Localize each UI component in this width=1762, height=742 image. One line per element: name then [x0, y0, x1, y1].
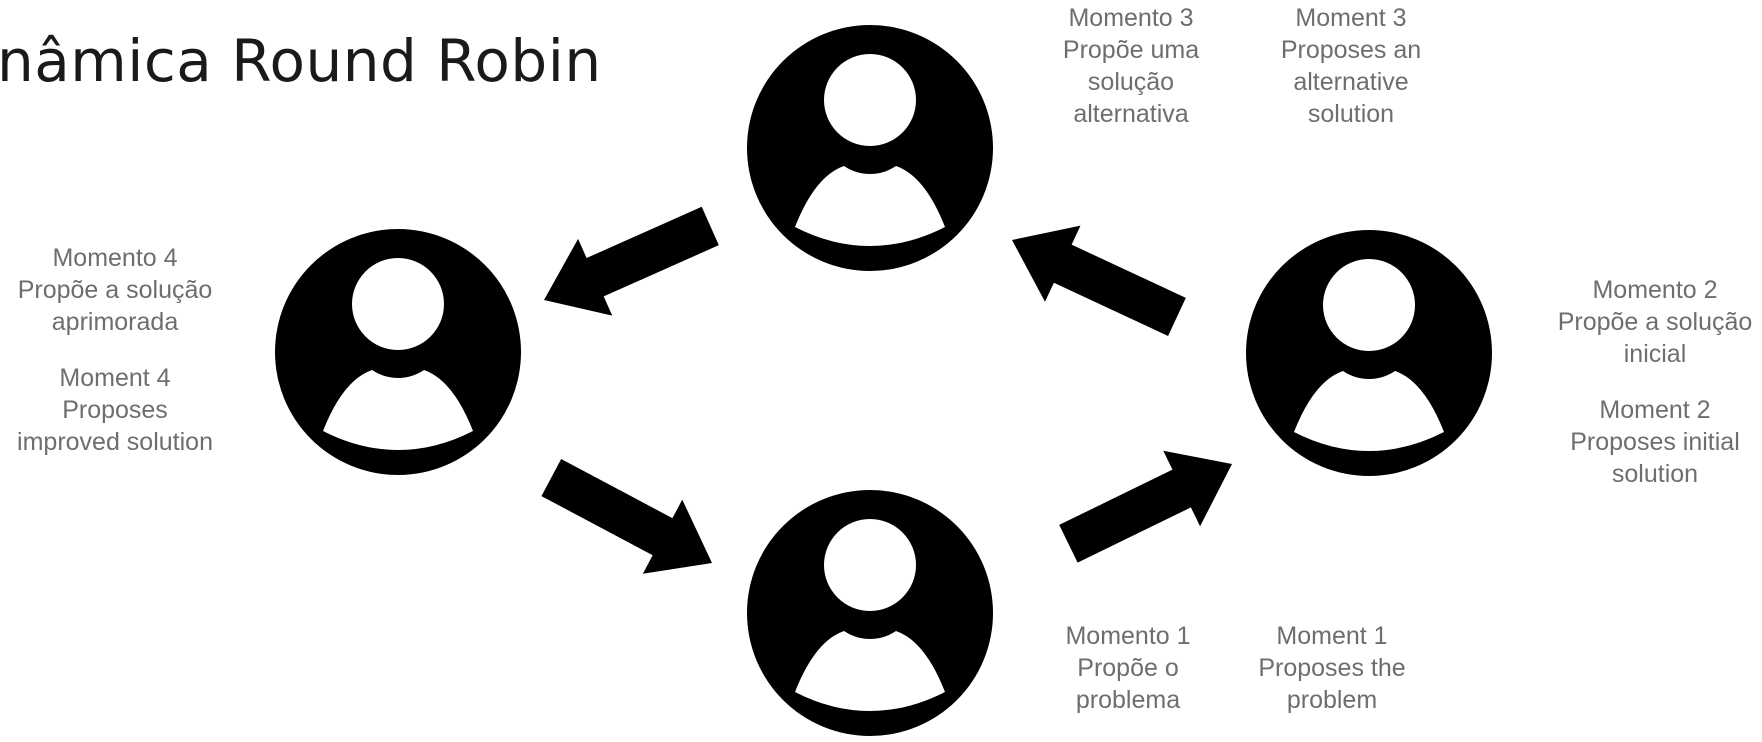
person-icon-top [747, 25, 993, 271]
person-icon-left [275, 229, 521, 475]
arrow-icon-right-to-top [994, 201, 1195, 355]
arrow-icon-bottom-to-right [1050, 426, 1251, 582]
arrow-icon-top-to-left [526, 187, 728, 339]
arrow-icon-left-to-bottom [531, 440, 732, 601]
page-title: nâmica Round Robin [0, 27, 602, 95]
person-icon-bottom [747, 490, 993, 736]
person-icon-right [1246, 230, 1492, 476]
